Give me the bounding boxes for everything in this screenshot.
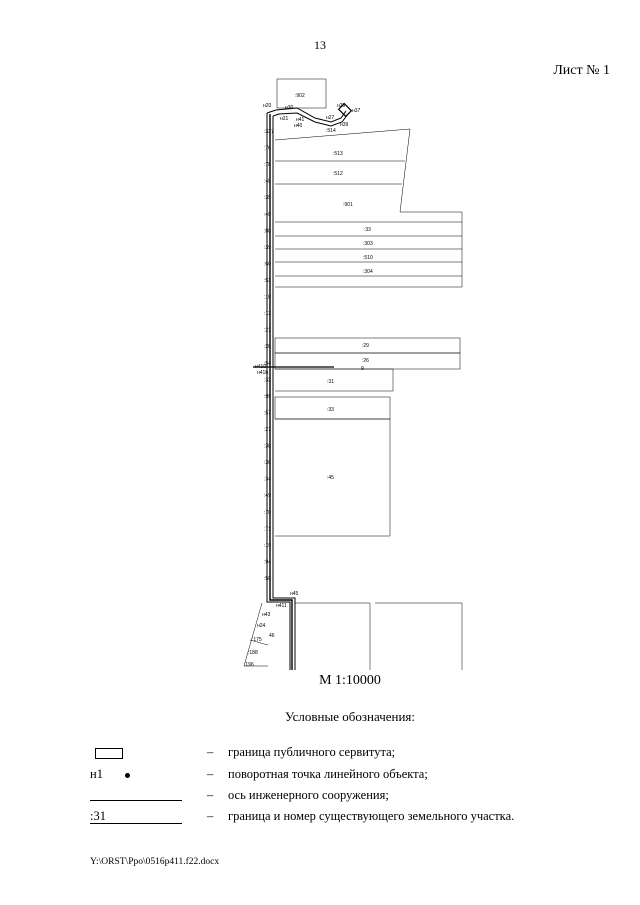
engineering-axis-line [269,114,293,670]
edge-label: :337 [264,129,274,135]
edge-label: :38 [264,444,271,450]
svg-text::188: :188 [248,650,258,656]
svg-text::175: :175 [252,637,262,643]
svg-text::33: :33 [327,407,334,413]
edge-label: :48 [264,179,271,185]
parcel-block-upper [274,128,463,288]
legend-title: Условные обозначения: [284,709,416,724]
edge-label: :35 [264,195,271,201]
svg-text:н41: н41 [296,117,305,123]
legend-item-axis: – ось инженерного сооружения; [90,788,610,808]
edge-label: :39 [264,245,271,251]
svg-text::512: :512 [333,171,343,177]
parcel-boundaries [243,78,463,670]
sheet-label: Лист № 1 [553,63,610,78]
svg-text:9: 9 [361,366,364,372]
svg-text:н41b: н41b [257,370,268,376]
svg-text::33: :33 [364,227,371,233]
svg-text:н39: н39 [340,122,349,128]
svg-text::45: :45 [327,475,334,481]
edge-label: :13 [264,311,271,317]
page-number: 13 [314,38,326,52]
edge-label: :34 [264,477,271,483]
svg-text::513: :513 [333,151,343,157]
turning-point-dot-icon [125,773,130,778]
edge-label: :60 [264,261,271,267]
svg-text:н40: н40 [294,123,303,129]
svg-text::26: :26 [362,358,369,364]
svg-text::196: :196 [244,662,254,668]
edge-label: :78 [264,162,271,168]
turning-node [337,102,353,118]
legend-item-turning-point: н1 – поворотная точка линейного объекта; [90,767,428,781]
edge-label: :71 [264,526,271,532]
svg-text:н411: н411 [276,603,287,609]
svg-text::304: :304 [363,269,373,275]
edge-label: :40 [264,212,271,218]
svg-text:46: 46 [269,633,275,639]
legend-item-parcel: :31 – граница и номер существующего земе… [90,809,515,824]
svg-text:н45: н45 [290,591,299,597]
edge-label: :56 [264,576,271,582]
svg-text:н21: н21 [280,116,289,122]
svg-text:н20: н20 [263,103,272,109]
svg-text:н37: н37 [352,108,361,114]
svg-text::31: :31 [327,379,334,385]
svg-text:н29: н29 [337,103,346,109]
parcel-45 [275,418,391,537]
svg-text::901: :901 [343,202,353,208]
edge-label: :28 [264,344,271,350]
edge-label: :54 [264,361,271,367]
parcel-31 [275,368,394,392]
svg-text::303: :303 [363,241,373,247]
svg-text::29: :29 [362,343,369,349]
edge-label: :36 [264,460,271,466]
edge-label: :21 [264,328,271,334]
map-scale: М 1:10000 [319,673,381,688]
edge-label: :88 [264,228,271,234]
edge-label: :70 [264,510,271,516]
edge-label: :57 [264,410,271,416]
svg-text::514: :514 [326,128,336,134]
servitude-boundary [266,107,349,670]
svg-text:н43: н43 [262,612,271,618]
edge-label: :76 [264,146,271,152]
svg-text::902: :902 [295,93,305,99]
edge-label: :18 [264,295,271,301]
edge-label: :49 [264,493,271,499]
edge-labels: :337 :76 :78 :48 :35 :40 :88 :39 :60 :53 :18 :13 :21… [264,129,274,582]
servitude-box-symbol [95,748,123,759]
edge-label: :53 [264,278,271,284]
svg-text:н410: н410 [255,364,266,370]
edge-label: :32 [264,377,271,383]
edge-label: :94 [264,559,271,565]
svg-text:н24: н24 [257,623,266,629]
parcel-line-symbol [90,823,182,824]
footer-file-path: Y:\ORST\Ppo\0516p411.f22.docx [90,857,220,867]
svg-text:н27: н27 [326,115,335,121]
parcel-902 [276,78,327,109]
edge-label: :27 [264,427,271,433]
edge-label: :99 [264,394,271,400]
svg-text:н30: н30 [285,105,294,111]
edge-label: :19 [264,543,271,549]
map-labels: :902 :513 :512 :901 :33 :303 :510 :304 :… [244,93,373,668]
legend-item-servitude: – граница публичного сервитута; [90,745,610,765]
axis-line-symbol [90,800,182,801]
svg-text::510: :510 [363,255,373,261]
